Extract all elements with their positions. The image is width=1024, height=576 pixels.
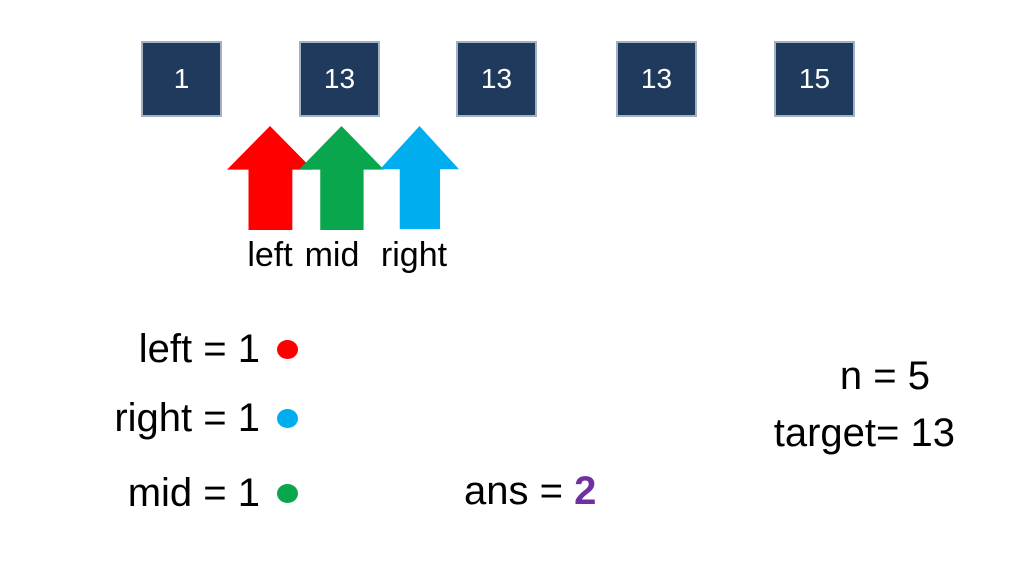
state-row-mid: mid = 1: [0, 473, 298, 513]
array-cell-value: 13: [640, 63, 673, 94]
state-row-left: left = 1: [0, 329, 298, 369]
state-right-value: right = 1: [114, 396, 260, 440]
right-pointer-arrow-icon: [380, 126, 459, 229]
array-cell-3: 13: [616, 41, 697, 117]
target-value: target= 13: [773, 411, 955, 455]
mid-pointer-label: mid: [304, 236, 360, 274]
left-pointer-label: left: [247, 236, 293, 274]
state-mid-value: mid = 1: [127, 471, 260, 515]
state-row-right: right = 1: [0, 398, 298, 438]
array-cell-1: 13: [299, 41, 380, 117]
state-left-value: left = 1: [138, 327, 260, 371]
right-dot-icon: [277, 408, 298, 428]
array-cell-value: 13: [323, 63, 356, 94]
mid-pointer-arrow-icon: [299, 126, 384, 230]
left-dot-icon: [277, 339, 298, 359]
left-pointer-arrow-icon: [227, 126, 313, 230]
answer-value: 2: [574, 469, 597, 513]
n-value: n = 5: [839, 354, 930, 398]
array-cell-value: 15: [798, 63, 831, 94]
answer-line: ans = 2: [464, 471, 596, 511]
array-cell-value: 13: [480, 63, 513, 94]
right-pointer-label: right: [380, 236, 448, 274]
array-cell-value: 1: [173, 63, 190, 94]
mid-dot-icon: [277, 483, 298, 503]
answer-prefix: ans =: [464, 469, 575, 513]
array-cell-2: 13: [456, 41, 537, 117]
array-cell-0: 1: [141, 41, 222, 117]
array-cell-4: 15: [774, 41, 855, 117]
